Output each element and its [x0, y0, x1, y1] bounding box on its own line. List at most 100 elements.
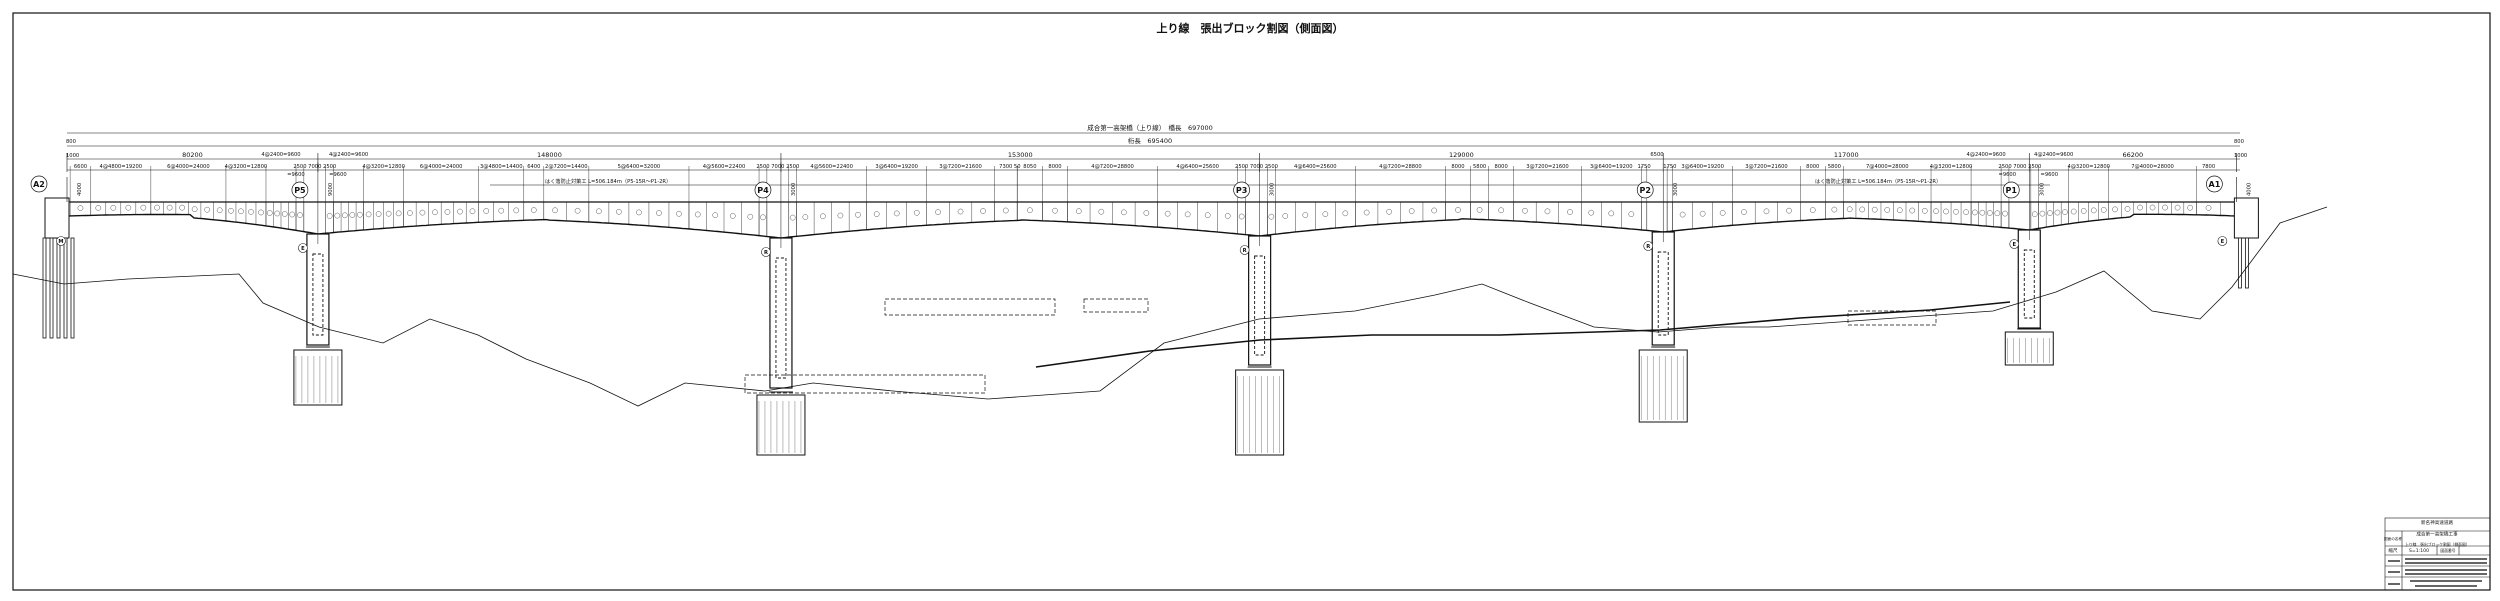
segment-length-label: 2500	[786, 164, 799, 170]
segment-length-label: 7000	[771, 164, 784, 170]
block-number-marker	[1164, 210, 1171, 217]
block-number-marker	[616, 209, 622, 215]
block-number-marker	[676, 210, 682, 217]
block-number-marker	[1763, 208, 1770, 215]
block-number-marker	[1679, 211, 1686, 218]
segment-length-label: 2500	[1265, 164, 1278, 170]
support-label-circle	[1636, 181, 1654, 199]
pier-reinforcement-outline	[1657, 251, 1669, 336]
pier-shaft	[1248, 235, 1272, 366]
pier-reinforcement-outline	[312, 253, 324, 336]
title-block-project-1: 新名神高速道路	[2421, 519, 2454, 526]
segment-length-label: 8000	[1048, 164, 1061, 170]
block-number-marker	[1238, 213, 1245, 220]
block-number-marker	[1121, 209, 1127, 216]
segment-length-label: 6400	[527, 164, 540, 170]
block-number-marker	[498, 207, 505, 214]
block-number-marker	[760, 214, 766, 221]
title-block-name-value: 上り線 張出ブロック割図（側面図）	[2405, 542, 2470, 547]
segment-length-label: 7000	[2013, 164, 2026, 170]
segment-length-label: 3@6400=19200	[1681, 164, 1724, 170]
segment-length-label: 4@3200=12800	[362, 164, 405, 170]
block-number-marker	[342, 212, 348, 219]
bearing-type-marker	[2009, 239, 2020, 249]
segment-length-label: 5800	[1828, 164, 1841, 170]
pier-shaft	[1651, 231, 1675, 346]
title-block-text-bar	[2415, 585, 2477, 587]
block-number-marker	[457, 208, 463, 215]
segment-length-label: 6@4000=24000	[167, 164, 210, 170]
block-number-marker	[1741, 209, 1747, 215]
segment-length-label: 5@6400=32000	[618, 164, 661, 170]
pile	[63, 237, 68, 339]
bearing-type-marker	[1239, 245, 1250, 255]
block-number-marker	[2174, 204, 2181, 211]
segment-length-label: 7@4000=28000	[1866, 164, 1909, 170]
segment-length-label: 1750	[1637, 164, 1650, 170]
segment-length-label: 7@4000=28000	[2131, 164, 2174, 170]
block-number-marker	[2070, 208, 2077, 215]
block-number-marker	[552, 207, 558, 214]
drawing-frame	[12, 12, 2491, 591]
block-number-marker	[2031, 211, 2038, 217]
block-number-marker	[957, 208, 964, 215]
title-block-number-label: 図面番号	[2440, 548, 2455, 553]
block-number-marker	[349, 212, 356, 218]
pier-footing	[2004, 331, 2054, 366]
block-number-marker	[1204, 212, 1211, 218]
segment-length-label: 3@4800=14400	[480, 164, 523, 170]
pier-head-height-label: 3000	[791, 183, 797, 196]
block-number-marker	[1979, 209, 1986, 216]
note-right: はく落防止対策工 L=506.184m（P5-15R～P1-2R）	[1815, 177, 1941, 185]
block-number-marker	[513, 207, 520, 214]
block-number-marker	[873, 211, 880, 217]
segment-sub-note: =9600	[329, 172, 347, 178]
segment-length-label: 2500	[293, 164, 306, 170]
segment-length-label: 7800	[2202, 164, 2215, 170]
abutment-body	[44, 197, 70, 239]
drawing-title: 上り線 張出ブロック割図（側面図）	[1157, 21, 1344, 35]
block-number-marker	[1933, 208, 1939, 214]
block-number-marker	[1871, 206, 1878, 213]
block-number-marker	[1859, 206, 1865, 213]
span-length-label: 117000	[1834, 151, 1859, 159]
block-number-marker	[375, 211, 382, 217]
block-number-marker	[1455, 207, 1461, 213]
pier-reinforcement-outline	[1254, 255, 1266, 356]
block-number-marker	[258, 209, 264, 216]
block-number-marker	[1076, 208, 1082, 214]
bearing-type-marker	[298, 243, 308, 253]
block-number-marker	[1831, 206, 1838, 213]
block-number-marker	[1184, 211, 1191, 218]
end-dim-left-bottom: 1000	[66, 153, 79, 159]
block-number-marker	[893, 210, 900, 217]
end-dim-right-top: 800	[2234, 139, 2244, 145]
segment-length-label: 4@2400=9600	[261, 152, 300, 158]
block-number-marker	[1363, 209, 1370, 216]
bearing-type-label: R	[764, 250, 768, 256]
block-number-marker	[469, 208, 476, 215]
pier-footing	[756, 394, 806, 456]
block-number-marker	[2124, 206, 2131, 212]
block-number-marker	[1342, 210, 1349, 217]
segment-length-label: 4@5600=22400	[703, 164, 746, 170]
block-number-marker	[1719, 210, 1726, 216]
segment-length-label: 8000	[1806, 164, 1819, 170]
block-number-marker	[1943, 208, 1949, 215]
support-label: P3	[1236, 186, 1247, 195]
block-number-marker	[2002, 210, 2008, 217]
pier-head-height-label: 9000	[328, 183, 334, 196]
bearing-type-marker	[56, 236, 66, 246]
block-number-marker	[110, 205, 117, 211]
block-number-marker	[238, 208, 244, 215]
block-number-marker	[248, 209, 254, 215]
block-number-marker	[432, 209, 438, 216]
block-number-marker	[2062, 209, 2068, 215]
support-label-circle	[1233, 181, 1250, 199]
block-number-marker	[334, 212, 341, 219]
block-number-marker	[444, 209, 451, 215]
pier-head-height-label: 3000	[1673, 183, 1679, 196]
existing-structure-outline	[1083, 298, 1149, 313]
pier-footing	[1638, 349, 1688, 423]
